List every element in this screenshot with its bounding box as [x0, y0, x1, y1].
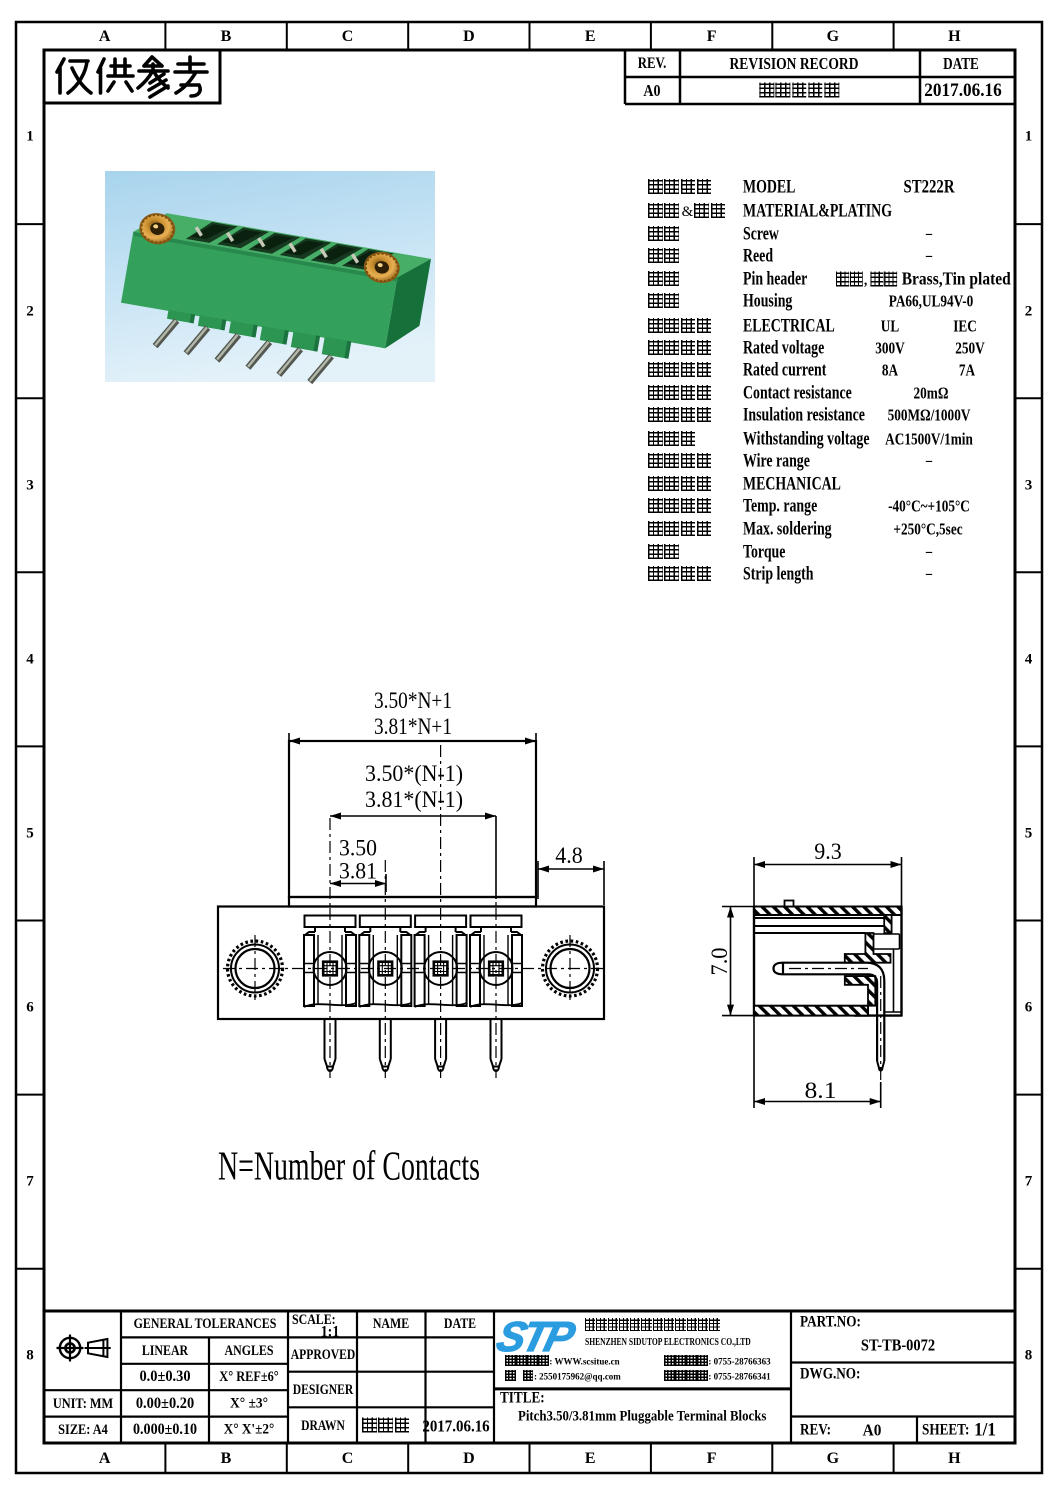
- svg-text:3.81: 3.81: [339, 859, 377, 885]
- svg-text:3.81*(N-1): 3.81*(N-1): [365, 787, 463, 813]
- svg-text:9.3: 9.3: [814, 839, 842, 865]
- svg-text:3.81*N+1: 3.81*N+1: [374, 714, 452, 740]
- svg-text:3.50: 3.50: [339, 836, 377, 862]
- svg-text:8.1: 8.1: [805, 1078, 837, 1104]
- svg-text:4.8: 4.8: [555, 843, 583, 869]
- svg-text:3.50*N+1: 3.50*N+1: [374, 688, 452, 714]
- svg-text:STP: STP: [492, 1314, 580, 1361]
- svg-text:3.50*(N-1): 3.50*(N-1): [365, 761, 463, 787]
- svg-text:7.0: 7.0: [707, 948, 733, 976]
